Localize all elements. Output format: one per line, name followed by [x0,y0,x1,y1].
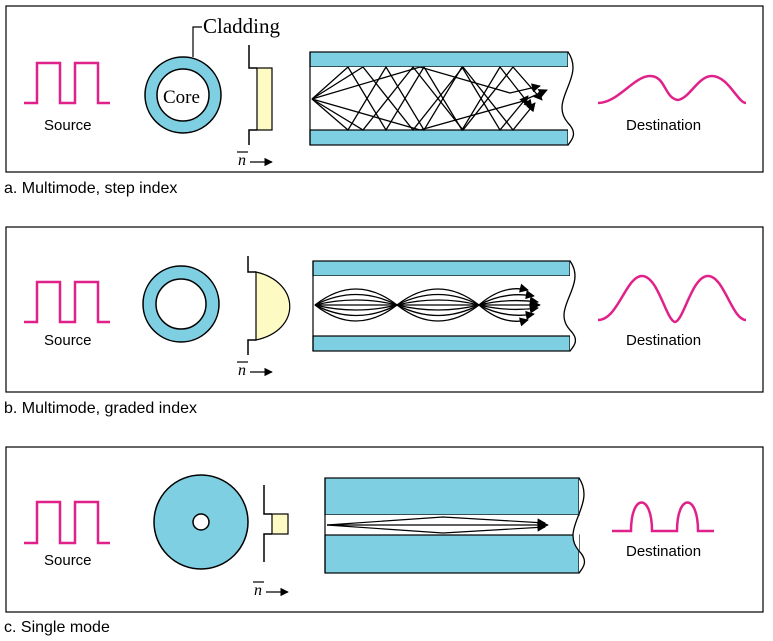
panel-c-destination-pulse [612,501,714,533]
panel-b-cladding-top [312,260,571,277]
panel-c-index-profile [271,513,289,535]
panel-a-index-profile [256,67,273,131]
panel-b-core-circle [155,278,207,330]
panel-b-caption: b. Multimode, graded index [4,400,197,417]
panel-c-source-pulse [24,500,110,545]
panel-a-frame [5,5,764,173]
panel-a-caption: a. Multimode, step index [4,180,177,197]
panel-b-frame [5,226,764,393]
panel-a-cladding-bottom [309,129,569,146]
panel-c-source-label: Source [44,552,92,569]
panel-a-fiber-break [561,51,575,146]
panel-c-cladding-bottom [324,534,580,574]
panel-a-cladding-leader [192,26,202,57]
panel-a-index-label: n [238,152,246,169]
panel-a-core-label: Core [163,87,200,108]
panel-b-index-label: n [238,362,246,379]
panel-b-source-pulse [24,280,110,324]
panel-b-light-rays [314,283,541,327]
panel-b-source-label: Source [44,332,92,349]
panel-b-core-region [313,276,570,336]
panel-c-index-axis [263,485,272,562]
panel-a-source-pulse [24,61,110,105]
panel-a-core-circle [156,68,210,122]
panel-c: Source n Destination [5,446,764,613]
panel-b-destination-label: Destination [626,332,701,349]
panel-a-cladding-top [309,51,569,68]
panel-b-fiber-break [563,260,577,352]
panel-a-destination-pulse [597,74,747,105]
panel-c-fiber-break [572,477,586,574]
panel-c-caption: c. Single mode [4,619,110,636]
panel-c-cladding-top [324,477,580,516]
panel-b: Source n Destination [5,226,764,393]
panel-c-core-circle [192,513,210,531]
panel-c-frame [5,446,764,613]
panel-c-destination-label: Destination [626,543,701,560]
panel-a-light-rays [311,65,548,132]
panel-b-index-profile [255,271,291,341]
panel-a-destination-label: Destination [626,117,701,134]
panel-a-index-axis [248,45,257,145]
panel-b-cladding-bottom [312,335,571,352]
panel-b-index-axis [247,256,256,355]
panel-a-source-label: Source [44,117,92,134]
panel-c-index-label: n [254,582,262,599]
panel-a: Source Core Cladding n Destination [5,5,764,173]
panel-c-light-rays [326,516,549,534]
panel-b-destination-pulse [597,274,747,324]
panel-a-cladding-label: Cladding [203,14,280,38]
